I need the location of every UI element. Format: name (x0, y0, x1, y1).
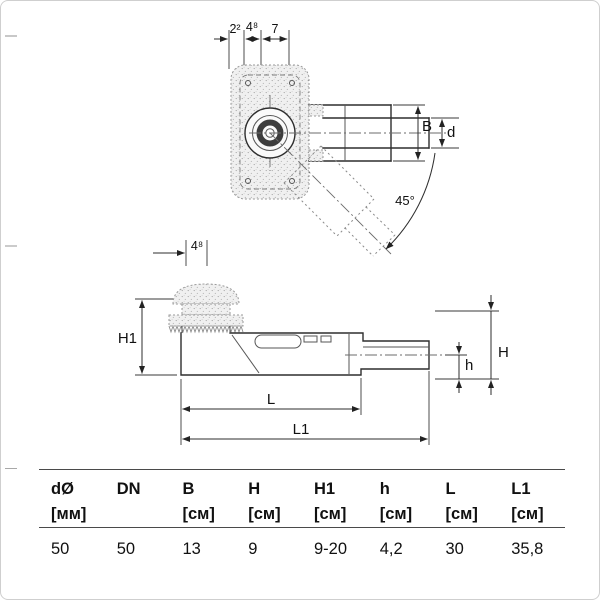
value-cell: 4,2 (367, 527, 434, 562)
dim-L: L (180, 378, 362, 445)
table-values-row: 50 50 13 9 9-20 4,2 30 35,8 (39, 527, 565, 562)
dim-label-L1: L1 (293, 421, 310, 438)
dim-label-4-8-top: 4⁸ (246, 20, 258, 34)
unit-label: [см] (182, 505, 215, 523)
spec-table: dØ DN B H H1 h L L1 [мм] [см] [см] [см] … (39, 469, 565, 562)
dim-label-H: H (498, 344, 509, 361)
value-cell: 30 (433, 527, 500, 562)
dim-4-8-side: 4⁸ (153, 239, 208, 266)
page-edge-ticks (5, 35, 17, 247)
top-view: 2² 4⁸ 7 (214, 20, 459, 257)
side-view: 4⁸ (118, 239, 509, 445)
value-cell: 35,8 (499, 527, 565, 562)
value-cell: 9 (236, 527, 302, 562)
value-cell: 13 (170, 527, 237, 562)
dim-label-H1: H1 (118, 330, 137, 347)
technical-drawing: 2² 4⁸ 7 (5, 20, 509, 445)
col-header-b: B (182, 480, 195, 498)
dim-label-7: 7 (272, 22, 279, 36)
col-header-h: h (379, 480, 390, 498)
dim-label-L: L (267, 391, 275, 408)
table-header-row: dØ DN B H H1 h L L1 (39, 477, 565, 502)
unit-label: [см] (511, 505, 544, 523)
unit-label: [см] (314, 505, 347, 523)
value-cell: 9-20 (302, 527, 368, 562)
outlet-pipe-top (249, 104, 447, 162)
rotatable-branch-ghost: 45° (269, 132, 436, 257)
value-cell: 50 (39, 527, 105, 562)
unit-label: [см] (248, 505, 281, 523)
angle-label-45: 45° (395, 193, 415, 208)
col-header-dn: DN (116, 480, 141, 498)
col-header-h-cap: H (248, 480, 261, 498)
col-header-h1: H1 (314, 480, 336, 498)
col-header-l1: L1 (511, 480, 531, 498)
unit-label (105, 502, 171, 528)
dim-label-2-2: 2² (229, 22, 240, 36)
inlet-cap (168, 283, 244, 334)
dim-B-d: B d (393, 104, 459, 162)
dim-label-h: h (465, 357, 473, 374)
dim-H-h: H h (435, 295, 509, 395)
page-edge-tick (5, 468, 17, 469)
table-units-row: [мм] [см] [см] [см] [см] [см] [см] (39, 502, 565, 528)
dim-H1: H1 (118, 298, 177, 376)
unit-label: [см] (379, 505, 413, 523)
unit-label: [см] (445, 505, 478, 523)
dim-L1: L1 (182, 371, 430, 445)
dim-label-B: B (422, 118, 432, 135)
dim-label-d: d (447, 124, 455, 141)
value-cell: 50 (104, 527, 171, 562)
body-side (180, 326, 443, 376)
col-header-d: dØ (51, 480, 74, 498)
col-header-l: L (445, 480, 456, 498)
dim-label-4-8-side: 4⁸ (191, 239, 203, 253)
unit-label: [мм] (51, 505, 87, 523)
